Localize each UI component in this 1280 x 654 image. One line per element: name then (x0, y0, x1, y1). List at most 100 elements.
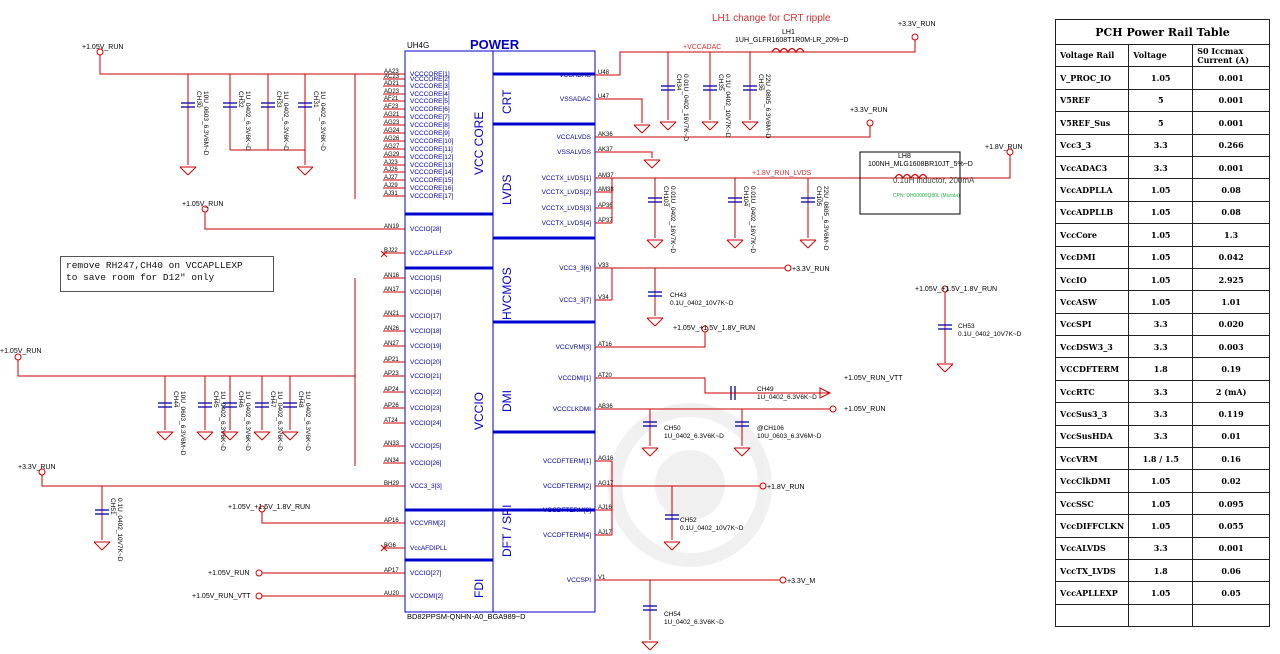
cap-ref: CH46 (237, 391, 244, 408)
cap-value: 0.01U_0402_16V7K~D (682, 74, 689, 141)
svg-text:CPN: DH00000Q80L (Murata): CPN: DH00000Q80L (Murata) (893, 193, 960, 199)
rail-current-cell: 0.01 (1192, 424, 1270, 449)
rail-current-cell: 0.08 (1192, 200, 1270, 225)
pin-name: VCC3_3[7] (559, 297, 591, 304)
table-title: PCH Power Rail Table (1055, 19, 1270, 45)
pin-name: VCCTX_LVDS[3] (542, 205, 592, 212)
pin-name: VCCCORE[7] (410, 114, 450, 121)
pin-ball: V1 (598, 575, 606, 581)
net-label: +1.05V_+1.5V_1.8V_RUN (228, 504, 310, 511)
rail-voltage-cell: 5 (1128, 111, 1194, 135)
rail-current-cell: 0.001 (1192, 88, 1270, 113)
pin-ball: AD23 (384, 89, 400, 95)
cap-value: 0.1U_0402_10V7K~D (680, 525, 744, 532)
pin-ball: AG21 (384, 112, 400, 118)
rail-name-cell: V_PROC_IO (1054, 66, 1130, 90)
chip-group-dividers (405, 72, 595, 562)
net-label: +1.05V_RUN_VTT (192, 593, 251, 600)
pin-ball: AM37 (598, 173, 614, 179)
pin-name: VCCCORE[5] (410, 98, 450, 105)
chip-part: BD82PPSM-QNHN-A0_BGA989~D (407, 612, 526, 621)
rail-name-cell: VCCDFTERM (1054, 357, 1130, 381)
pin-name: VCCCORE[8] (410, 122, 450, 129)
rail-current-cell: 0.16 (1192, 447, 1270, 471)
cap-ref: CH54 (664, 611, 681, 618)
cap-value: 22U_0805_6.3V6M~D (764, 74, 771, 139)
pin-name: VCCCORE[15] (410, 177, 454, 184)
pin-name: VCCSPI (567, 577, 591, 584)
svg-text:0.1uH inductor, 200mA: 0.1uH inductor, 200mA (893, 176, 975, 185)
rail-current-cell: 0.095 (1192, 491, 1270, 516)
pin-ball: AJ29 (384, 183, 398, 189)
note-line-2: to save room for D12" only (66, 272, 215, 283)
cap-ref: CH33 (275, 91, 282, 108)
pin-name: VCCIO[22] (410, 389, 442, 396)
cap-ref: CH45 (212, 391, 219, 408)
group-vccio: VCCIO (472, 392, 486, 430)
pin-ball: AP23 (384, 371, 399, 377)
pin-name: VCCAPLLEXP (410, 250, 453, 257)
pin-ball: AM38 (598, 187, 614, 193)
rail-name-cell: VccADPLLA (1054, 178, 1130, 202)
rail-voltage-cell: 1.05 (1128, 200, 1194, 225)
pin-ball: AK36 (598, 132, 613, 138)
pin-name: VCC3_3[6] (559, 265, 591, 272)
pin-ball: AJ17 (598, 530, 612, 536)
pin-ball: AT16 (598, 342, 613, 348)
rail-voltage-cell: 1.05 (1128, 223, 1194, 247)
svg-text:100NH_MLG1608BR10JT_5%~D: 100NH_MLG1608BR10JT_5%~D (868, 161, 973, 168)
table-header-rail: Voltage Rail (1054, 43, 1130, 68)
cap-ref: CH51 (109, 498, 116, 515)
pin-name: VCCCORE[16] (410, 185, 454, 192)
net-label: +VCCADAC (683, 44, 721, 51)
cap-value: 0.01U_0402_16V7K~D (669, 186, 676, 253)
cap-ref: CH50 (664, 425, 681, 432)
rail-voltage-cell: 3.3 (1128, 424, 1194, 449)
no-connect-marks (380, 250, 388, 552)
cap-value: 1U_0402_6.3V6K~D (664, 433, 724, 440)
group-hvcmos: HVCMOS (500, 267, 514, 320)
rail-name-cell: Vcc3_3 (1054, 133, 1130, 157)
pin-ball: AP37 (598, 218, 613, 224)
pin-ball: AC23 (384, 74, 400, 80)
rail-current-cell: 0.001 (1192, 155, 1270, 180)
rail-voltage-cell: 1.05 (1128, 245, 1194, 269)
group-dmi: DMI (500, 390, 514, 412)
cap-value: 1U_0402_6.3V6K~D (244, 91, 251, 151)
pin-ball: AN27 (384, 341, 400, 347)
group-fdi: FDI (472, 579, 486, 598)
wiring (17, 40, 1011, 640)
rail-current-cell: 0.266 (1192, 133, 1270, 157)
rail-name-cell: VccADPLLB (1054, 200, 1130, 225)
rail-name-cell: VccAPLLEXP (1054, 581, 1130, 605)
rail-current-cell: 0.020 (1192, 312, 1270, 337)
net-label: +1.8V_RUN (767, 484, 805, 491)
cap-value: 1U_0402_6.3V6K~D (276, 391, 283, 451)
rail-current-cell: 0.19 (1192, 357, 1270, 381)
chip-group-labels: VCC CORE CRT LVDS HVCMOS VCCIO DMI DFT /… (472, 89, 514, 598)
pin-name: VCCCORE[12] (410, 154, 454, 161)
pin-name: VCCCORE[13] (410, 162, 454, 169)
cap-value: 22U_0805_6.3V6M~D (822, 186, 829, 251)
net-label: +1.8V_RUN (985, 144, 1023, 151)
right-pin-list: U48VCCADACU47VSSADACAK36VCCALVDSAK37VSSA… (542, 70, 615, 584)
cap-ref: CH30 (195, 91, 202, 108)
pin-name: VCCCORE[2] (410, 76, 450, 83)
group-vcc-core: VCC CORE (472, 112, 486, 175)
rail-name-cell: VccADAC3 (1054, 155, 1130, 180)
cap-value: 1U_0402_6.3V6K~D (282, 91, 289, 151)
pin-ball: AK37 (598, 147, 613, 153)
net-label: +3.3V_M (787, 578, 815, 585)
rail-name-cell: VccTX_LVDS (1054, 558, 1130, 583)
pin-name: VCCDFTERM[2] (543, 483, 591, 490)
cap-value: 0.1U_0402_10V7K~D (670, 300, 734, 307)
pin-ball: AJ26 (384, 167, 398, 173)
pin-ball: V33 (598, 263, 609, 269)
rail-name-cell: VccRTC (1054, 379, 1130, 404)
table-header-current: S0 Iccmax Current (A) (1192, 43, 1270, 68)
pin-name: VCCCORE[3] (410, 83, 450, 90)
pin-ball: BG6 (384, 543, 397, 549)
pin-name: VCCTX_LVDS[2] (542, 189, 592, 196)
rail-current-cell: 1.3 (1192, 223, 1270, 247)
